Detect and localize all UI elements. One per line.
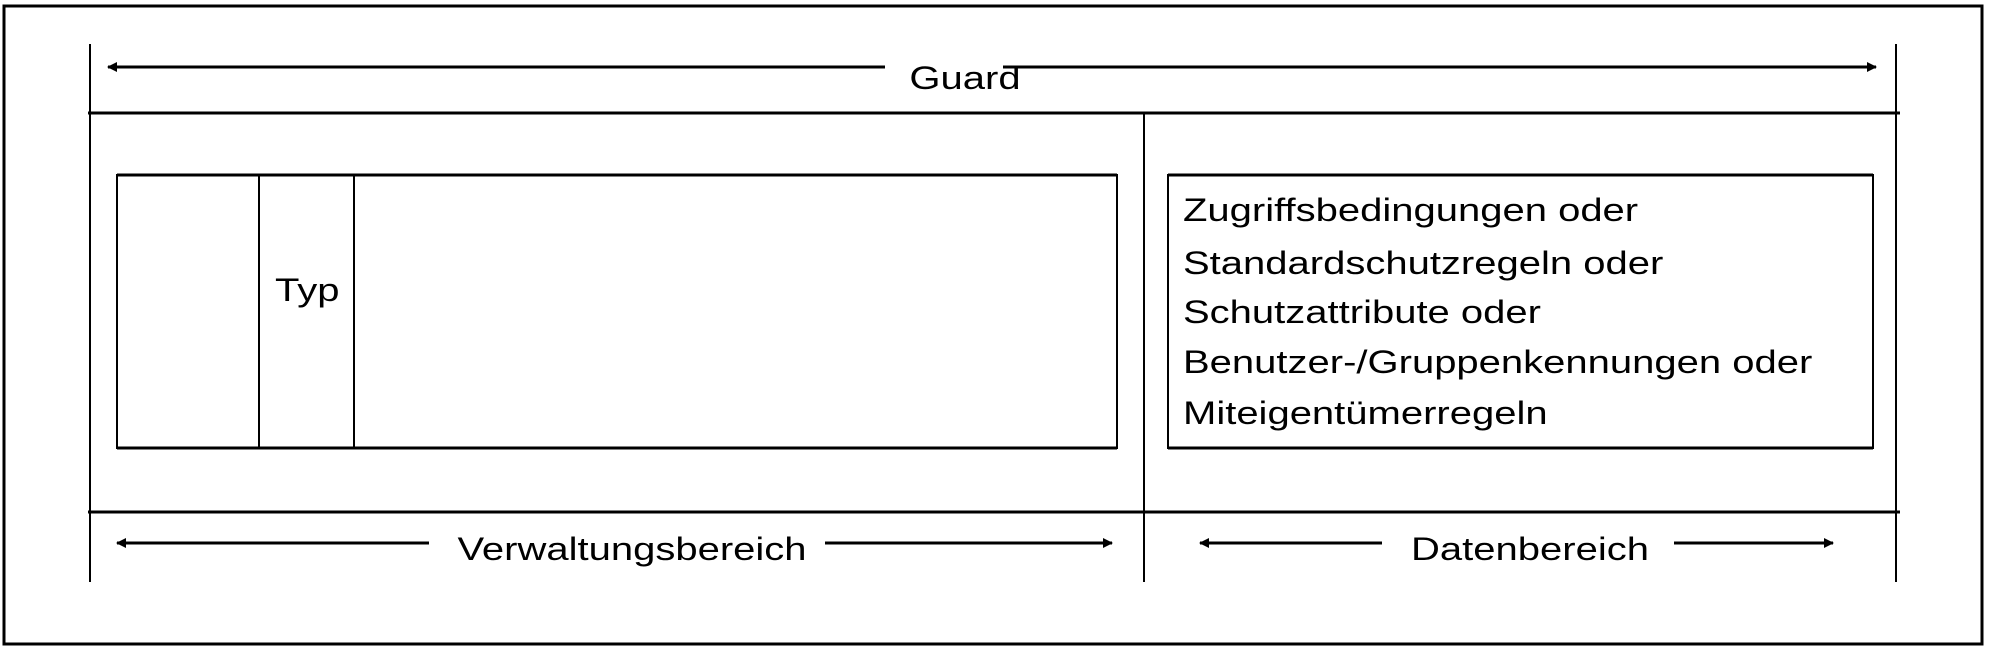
typ-label: Typ xyxy=(275,272,339,308)
data-line: Schutzattribute oder xyxy=(1183,294,1541,330)
verwaltungsbereich-label: Verwaltungsbereich xyxy=(457,531,806,567)
guard-label: Guard xyxy=(909,60,1020,96)
data-line: Zugriffsbedingungen oder xyxy=(1183,192,1638,228)
datenbereich-label: Datenbereich xyxy=(1411,531,1649,567)
outer-frame xyxy=(2,4,1984,646)
data-line: Benutzer-/Gruppenkennungen oder xyxy=(1183,344,1812,380)
data-line: Miteigentümerregeln xyxy=(1183,395,1548,431)
data-line: Standardschutzregeln oder xyxy=(1183,245,1663,281)
management-box xyxy=(116,174,1118,449)
